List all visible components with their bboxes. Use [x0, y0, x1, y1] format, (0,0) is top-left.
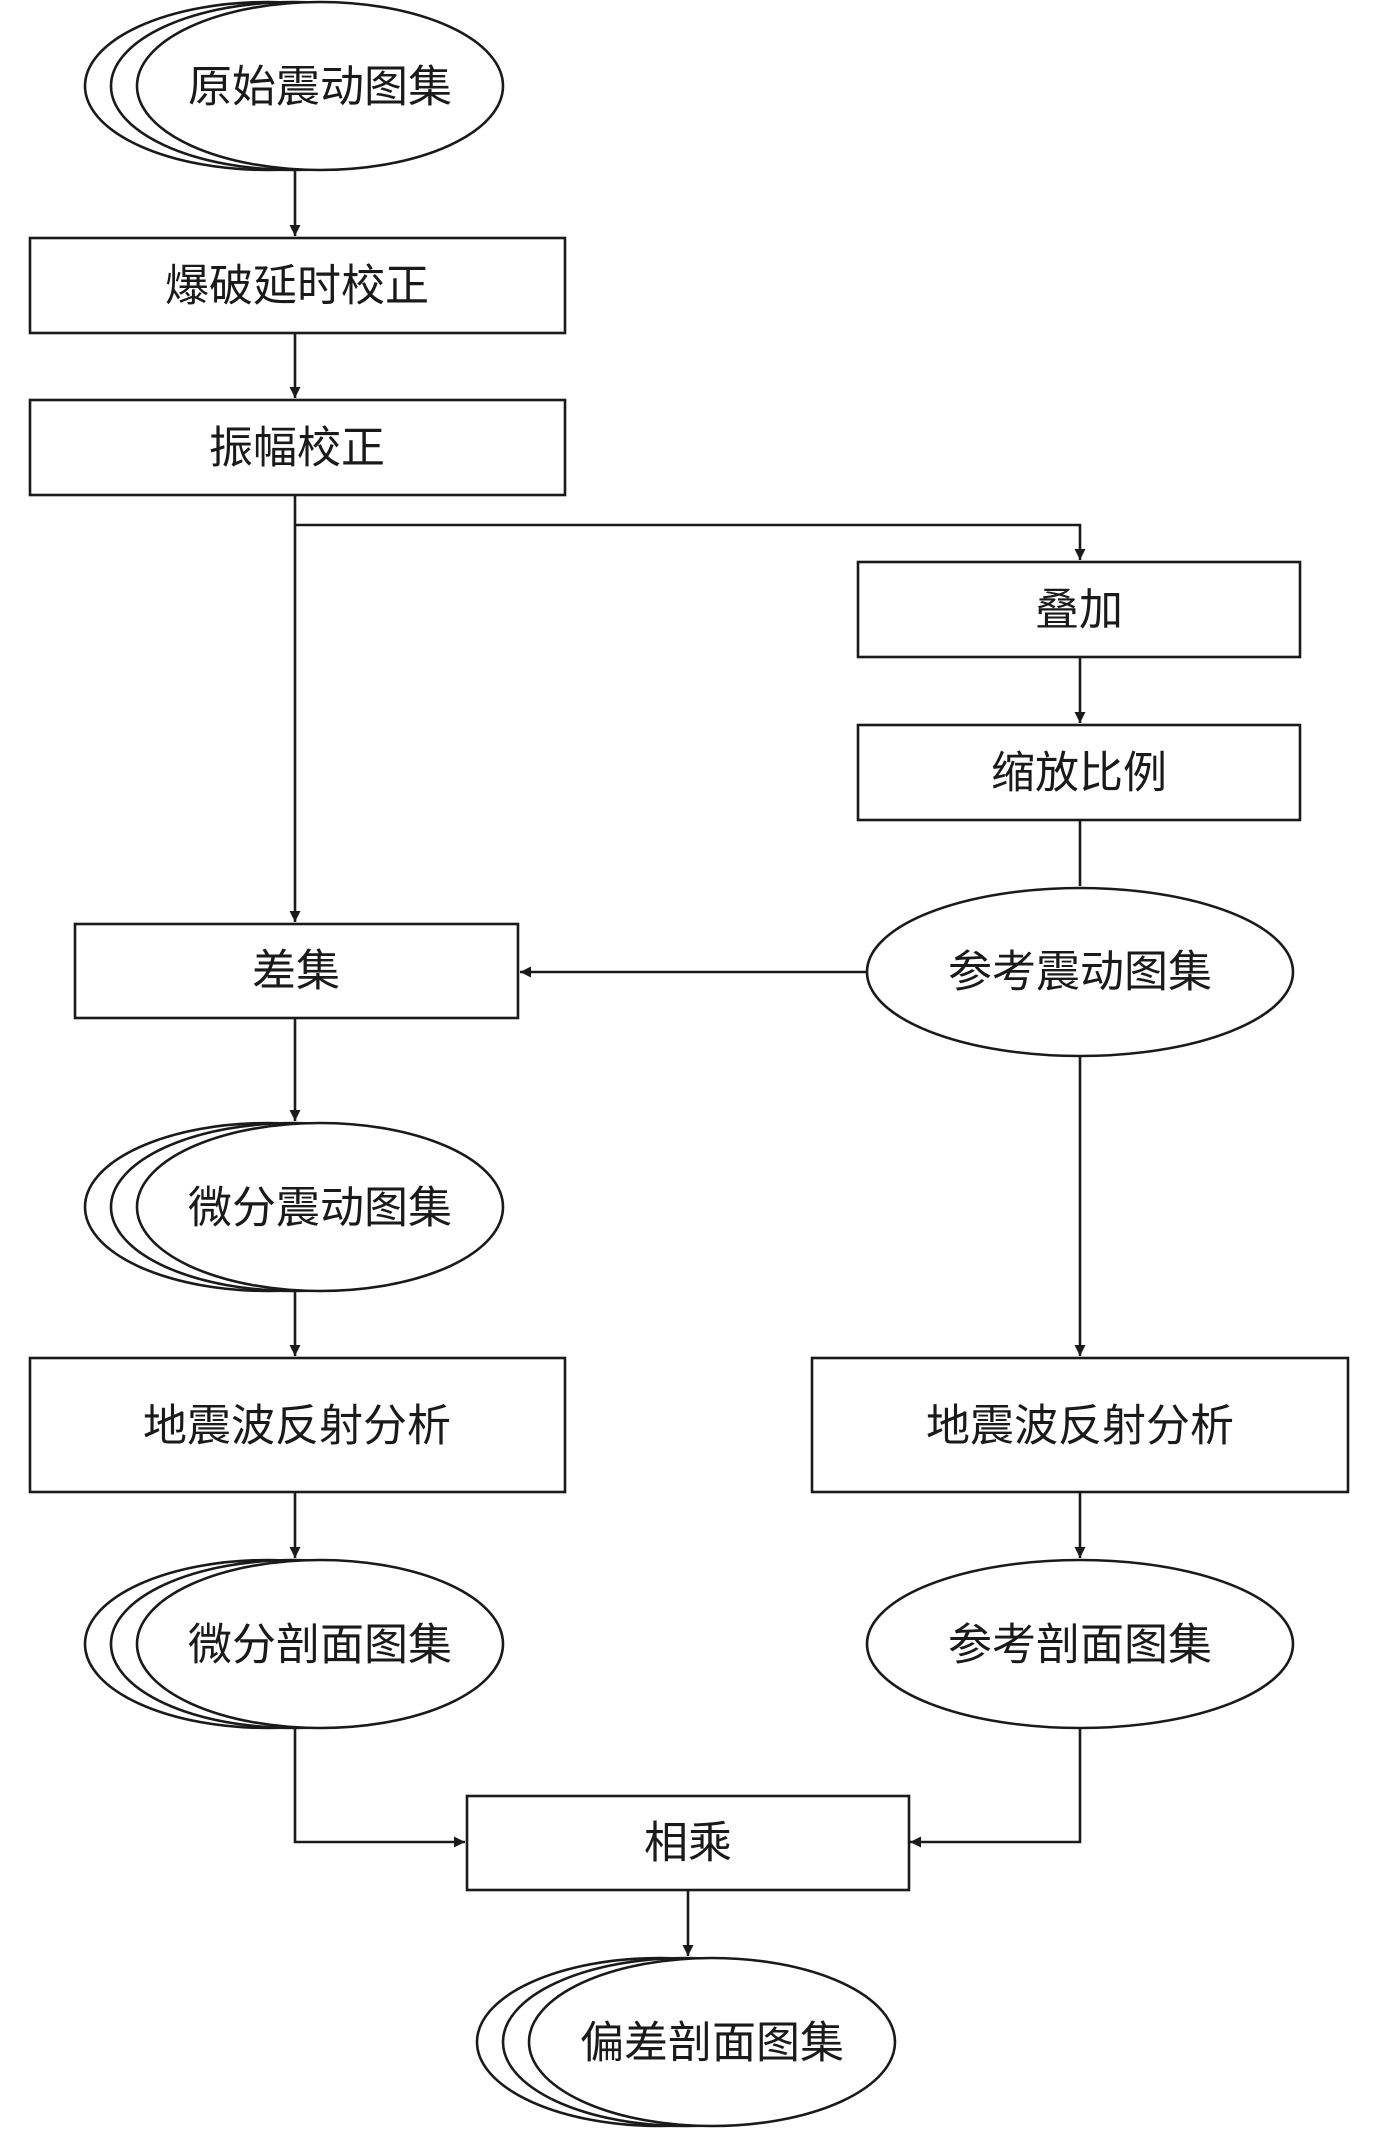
process-box: [856, 723, 1302, 822]
node-reference-gather: 参考震动图集: [865, 886, 1295, 1058]
data-ellipse: [865, 1558, 1295, 1730]
node-reflection-analysis-left: 地震波反射分析: [28, 1356, 567, 1494]
node-label: 偏差剖面图集: [580, 2018, 844, 2069]
node-label: 参考震动图集: [948, 947, 1212, 998]
node-label: 地震波反射分析: [143, 1401, 451, 1452]
node-label: 叠加: [1035, 585, 1123, 636]
process-box: [465, 1794, 911, 1892]
node-scaling: 缩放比例: [856, 723, 1302, 822]
stacked-ellipse-front: [135, 0, 505, 172]
node-label: 参考剖面图集: [948, 1620, 1212, 1671]
node-label: 差集: [252, 946, 340, 997]
node-multiply: 相乘: [465, 1794, 911, 1892]
node-label: 振幅校正: [209, 423, 385, 474]
node-label: 微分剖面图集: [188, 1620, 452, 1671]
node-deviation-section-gather: 偏差剖面图集: [475, 1956, 897, 2128]
process-box: [810, 1356, 1350, 1494]
process-box: [73, 922, 520, 1020]
node-label: 地震波反射分析: [926, 1401, 1234, 1452]
node-amplitude-correction: 振幅校正: [28, 398, 567, 497]
edge-amplitude-to-stack: [295, 523, 1086, 560]
node-label: 原始震动图集: [188, 62, 452, 113]
edges: [289, 170, 1086, 1956]
process-box: [28, 236, 567, 335]
process-box: [28, 1356, 567, 1494]
node-label: 爆破延时校正: [165, 261, 429, 312]
node-raw-gather: 原始震动图集: [83, 0, 505, 172]
node-reference-section-gather: 参考剖面图集: [865, 1558, 1295, 1730]
node-stack: 叠加: [856, 560, 1302, 659]
stacked-ellipse-front: [527, 1956, 897, 2128]
node-differential-gather: 微分震动图集: [83, 1121, 505, 1293]
process-box: [28, 398, 567, 497]
node-blast-delay-correction: 爆破延时校正: [28, 236, 567, 335]
node-label: 相乘: [644, 1818, 732, 1869]
node-differential-section-gather: 微分剖面图集: [83, 1558, 505, 1730]
stacked-ellipse-front: [135, 1558, 505, 1730]
edge-refsection-to-multiply: [910, 1728, 1082, 1848]
node-difference-set: 差集: [73, 922, 520, 1020]
node-label: 微分震动图集: [188, 1183, 452, 1234]
edge-diffsection-to-multiply: [293, 1728, 465, 1848]
node-reflection-analysis-right: 地震波反射分析: [810, 1356, 1350, 1494]
stacked-ellipse-front: [135, 1121, 505, 1293]
data-ellipse: [865, 886, 1295, 1058]
process-box: [856, 560, 1302, 659]
node-label: 缩放比例: [991, 748, 1167, 799]
